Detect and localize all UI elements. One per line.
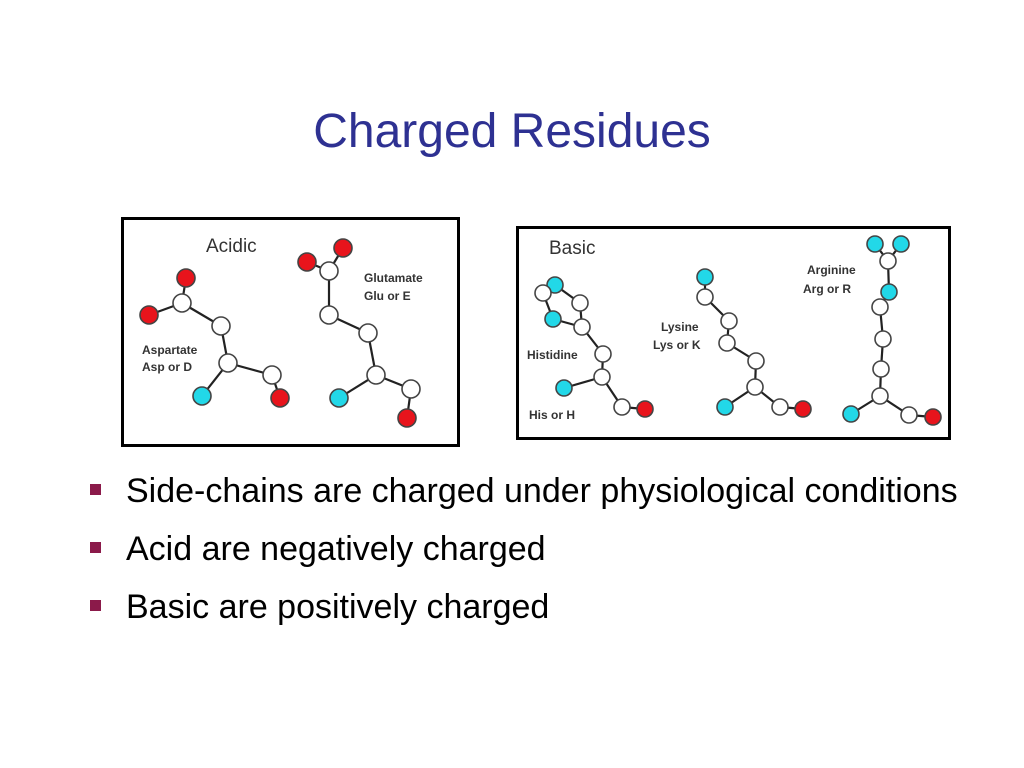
carbon-atom xyxy=(401,379,421,399)
aspartate-code: Asp or D xyxy=(142,360,192,374)
carbon-atom xyxy=(319,261,339,281)
carbon-atom xyxy=(573,318,591,336)
lysine-molecule: Lysine Lys or K xyxy=(653,268,812,418)
square-bullet-icon xyxy=(90,542,101,553)
carbon-atom xyxy=(593,368,611,386)
lysine-name: Lysine xyxy=(661,320,699,334)
oxygen-atom xyxy=(333,238,353,258)
nitrogen-atom xyxy=(192,386,212,406)
basic-diagram: Basic Histidine His or H xyxy=(527,235,942,426)
carbon-atom xyxy=(358,323,378,343)
aspartate-name: Aspartate xyxy=(142,343,198,357)
acidic-diagram: Acidic Aspartate Asp or D xyxy=(139,236,423,428)
glutamate-name: Glutamate xyxy=(364,271,423,285)
nitrogen-atom xyxy=(866,235,884,253)
oxygen-atom xyxy=(397,408,417,428)
square-bullet-icon xyxy=(90,484,101,495)
bullet-text: Basic are positively charged xyxy=(126,588,550,626)
carbon-atom xyxy=(696,288,714,306)
histidine-name: Histidine xyxy=(527,348,578,362)
carbon-atom xyxy=(871,387,889,405)
aspartate-molecule: Aspartate Asp or D xyxy=(139,268,290,408)
oxygen-atom xyxy=(794,400,812,418)
carbon-atom xyxy=(718,334,736,352)
nitrogen-atom xyxy=(842,405,860,423)
carbon-atom xyxy=(366,365,386,385)
arginine-molecule: Arginine Arg or R xyxy=(803,235,942,426)
oxygen-atom xyxy=(270,388,290,408)
nitrogen-atom xyxy=(555,379,573,397)
nitrogen-atom xyxy=(329,388,349,408)
slide-title: Charged Residues xyxy=(313,105,711,158)
bullet-item: Side-chains are charged under physiologi… xyxy=(86,470,966,512)
nitrogen-atom xyxy=(544,310,562,328)
acidic-panel: Acidic Aspartate Asp or D xyxy=(121,217,460,447)
carbon-atom xyxy=(900,406,918,424)
bullet-list: Side-chains are charged under physiologi… xyxy=(86,470,966,644)
lysine-code: Lys or K xyxy=(653,338,701,352)
carbon-atom xyxy=(571,294,589,312)
oxygen-atom xyxy=(176,268,196,288)
basic-heading: Basic xyxy=(549,238,595,259)
carbon-atom xyxy=(534,284,552,302)
glutamate-molecule: Glutamate Glu or E xyxy=(297,238,423,428)
oxygen-atom xyxy=(636,400,654,418)
carbon-atom xyxy=(172,293,192,313)
nitrogen-atom xyxy=(546,276,564,294)
histidine-molecule: Histidine His or H xyxy=(527,276,654,422)
nitrogen-atom xyxy=(696,268,714,286)
basic-panel: Basic Histidine His or H xyxy=(516,226,951,440)
carbon-atom xyxy=(319,305,339,325)
carbon-atom xyxy=(879,252,897,270)
carbon-atom xyxy=(871,298,889,316)
arginine-name: Arginine xyxy=(807,263,856,277)
bullet-item: Basic are positively charged xyxy=(86,586,966,628)
bullet-text: Side-chains are charged under physiologi… xyxy=(126,472,958,510)
carbon-atom xyxy=(211,316,231,336)
carbon-atom xyxy=(720,312,738,330)
oxygen-atom xyxy=(924,408,942,426)
glutamate-code: Glu or E xyxy=(364,289,411,303)
oxygen-atom xyxy=(297,252,317,272)
square-bullet-icon xyxy=(90,600,101,611)
acidic-heading: Acidic xyxy=(206,236,257,257)
histidine-code: His or H xyxy=(529,408,575,422)
carbon-atom xyxy=(747,352,765,370)
carbon-atom xyxy=(872,360,890,378)
oxygen-atom xyxy=(139,305,159,325)
carbon-atom xyxy=(746,378,764,396)
nitrogen-atom xyxy=(716,398,734,416)
carbon-atom xyxy=(613,398,631,416)
carbon-atom xyxy=(262,365,282,385)
carbon-atom xyxy=(771,398,789,416)
nitrogen-atom xyxy=(880,283,898,301)
bullet-text: Acid are negatively charged xyxy=(126,530,546,568)
arginine-code: Arg or R xyxy=(803,282,851,296)
nitrogen-atom xyxy=(892,235,910,253)
bullet-item: Acid are negatively charged xyxy=(86,528,966,570)
carbon-atom xyxy=(594,345,612,363)
carbon-atom xyxy=(218,353,238,373)
carbon-atom xyxy=(874,330,892,348)
